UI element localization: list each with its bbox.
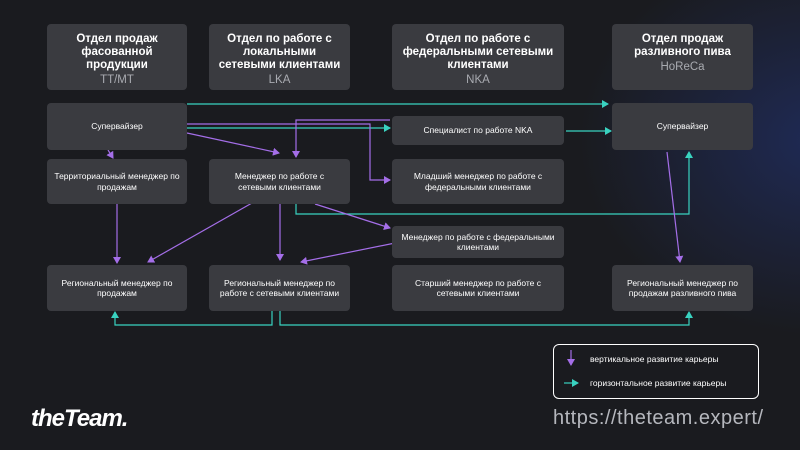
department-code: HoReCa bbox=[660, 61, 705, 73]
arrow-manager-net-to-reg-tt bbox=[147, 202, 253, 263]
brand-logo: theTeam. bbox=[31, 405, 128, 432]
legend: вертикальное развитие карьеры горизонтал… bbox=[553, 344, 759, 399]
website-url[interactable]: https://theteam.expert/ bbox=[553, 407, 764, 429]
department-title: Отдел по работе с локальными сетевыми кл… bbox=[218, 33, 341, 71]
department-code: NKA bbox=[466, 74, 490, 86]
department-title: Отдел продаж разливного пива bbox=[634, 33, 731, 58]
department-header-horeca: Отдел продаж разливного пива HoReCa bbox=[612, 24, 753, 90]
role-junior-manager-federal: Младший менеджер по работе с федеральным… bbox=[392, 159, 564, 204]
legend-vertical-label: вертикальное развитие карьеры bbox=[590, 354, 719, 364]
arrow-reg-net-to-reg-draft bbox=[279, 311, 693, 326]
arrow-specialist-to-manager-net bbox=[292, 119, 390, 158]
department-header-tt: Отдел продаж фасованной продукции TT/MT bbox=[47, 24, 187, 90]
arrow-manager-net-to-sup-horeca bbox=[295, 151, 693, 215]
role-regional-manager-draft: Региональный менеджер по продажам разлив… bbox=[612, 265, 753, 311]
legend-horizontal-label: горизонтальное развитие карьеры bbox=[590, 378, 727, 388]
role-regional-manager-tt: Региональный менеджер по продажам bbox=[47, 265, 187, 311]
role-senior-manager-network: Старший менеджер по работе с сетевыми кл… bbox=[392, 265, 564, 311]
role-manager-federal: Менеджер по работе с федеральными клиент… bbox=[392, 226, 564, 258]
department-code: LKA bbox=[268, 74, 291, 86]
role-territorial-manager: Территориальный менеджер по продажам bbox=[47, 159, 187, 204]
arrow-sup-to-manager-net bbox=[186, 132, 280, 156]
department-header-nka: Отдел по работе с федеральными сетевыми … bbox=[392, 24, 564, 90]
role-specialist-nka: Специалист по работе NKA bbox=[392, 116, 564, 145]
arrow-sup-horeca-to-reg-draft bbox=[666, 151, 684, 263]
role-supervisor-tt: Супервайзер bbox=[47, 103, 187, 150]
department-header-lka: Отдел по работе с локальными сетевыми кл… bbox=[209, 24, 350, 90]
legend-markers bbox=[564, 350, 579, 387]
arrow-reg-net-to-reg-tt bbox=[111, 311, 273, 326]
role-manager-network: Менеджер по работе с сетевыми клиентами bbox=[209, 159, 350, 204]
arrow-manager-federal-to-reg-net bbox=[300, 241, 401, 265]
arrow-manager-net-to-manager-federal bbox=[314, 203, 391, 230]
arrow-sup-to-junior-federal bbox=[187, 123, 391, 184]
department-code: TT/MT bbox=[100, 74, 134, 86]
department-title: Отдел по работе с федеральными сетевыми … bbox=[402, 33, 554, 71]
role-regional-manager-network: Региональный менеджер по работе с сетевы… bbox=[209, 265, 350, 311]
role-supervisor-horeca: Супервайзер bbox=[612, 103, 753, 150]
department-title: Отдел продаж фасованной продукции bbox=[76, 33, 158, 71]
arrow-sup-to-territorial bbox=[106, 149, 114, 159]
